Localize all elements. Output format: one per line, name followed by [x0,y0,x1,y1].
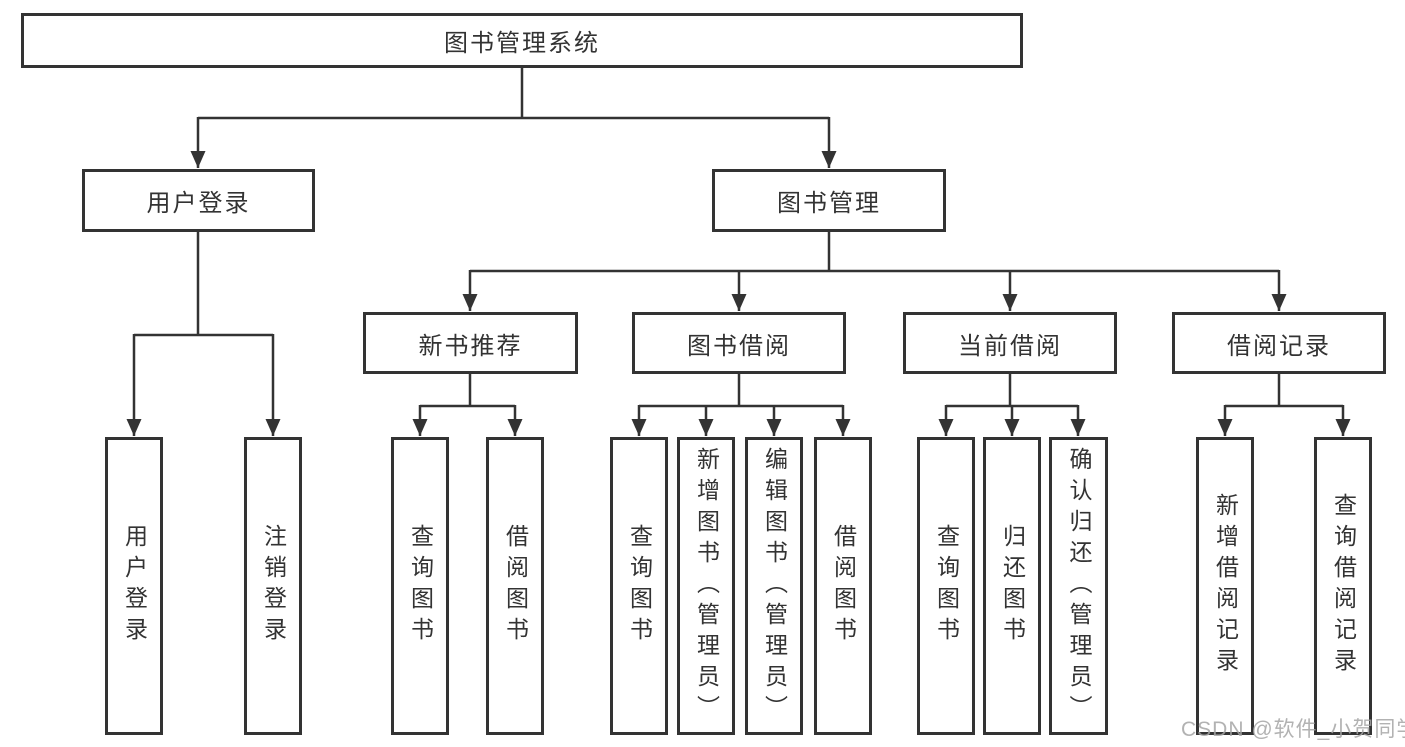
leaf-borrow-books-2: 借阅图书 [814,437,872,735]
node-label: 新书推荐 [418,332,523,360]
node-label: 图书管理系统 [444,30,600,57]
node-current-borrowing: 当前借阅 [903,312,1117,374]
node-label: 查询借阅记录 [1330,493,1357,679]
node-label: 图书管理 [777,190,881,217]
node-label: 查询图书 [933,524,960,648]
node-label: 新增图书（管理员） [693,446,720,726]
leaf-query-books-1: 查询图书 [391,437,449,735]
node-label: 用户登录 [121,524,148,648]
leaf-return-books: 归还图书 [983,437,1041,735]
node-book-management: 图书管理 [712,169,946,232]
node-book-borrowing: 图书借阅 [632,312,846,374]
leaf-add-book-admin: 新增图书（管理员） [677,437,735,735]
leaf-query-books-3: 查询图书 [917,437,975,735]
node-label: 用户登录 [146,190,251,217]
node-label: 确认归还（管理员） [1066,446,1092,726]
node-label: 图书借阅 [687,332,791,360]
node-new-book-recommend: 新书推荐 [363,312,578,374]
node-label: 借阅记录 [1227,332,1331,360]
leaf-query-borrow-record: 查询借阅记录 [1314,437,1372,735]
node-root: 图书管理系统 [21,13,1023,68]
node-label: 注销登录 [260,524,287,648]
node-label: 新增借阅记录 [1212,493,1239,679]
leaf-borrow-books-1: 借阅图书 [486,437,544,735]
leaf-logout-login: 注销登录 [244,437,302,735]
node-label: 归还图书 [999,524,1026,648]
node-label: 查询图书 [626,524,653,648]
leaf-query-books-2: 查询图书 [610,437,668,735]
csdn-watermark: CSDN @软件_小贺同学 [1181,718,1405,741]
node-label: 当前借阅 [958,332,1062,360]
node-user-login-branch: 用户登录 [82,169,315,232]
leaf-add-borrow-record: 新增借阅记录 [1196,437,1254,735]
node-label: 编辑图书（管理员） [761,446,788,726]
leaf-edit-book-admin: 编辑图书（管理员） [745,437,803,735]
leaf-user-login: 用户登录 [105,437,163,735]
node-label: 借阅图书 [830,524,857,648]
node-borrow-records: 借阅记录 [1172,312,1386,374]
node-label: 借阅图书 [502,524,529,648]
node-label: 查询图书 [407,524,434,648]
leaf-confirm-return-admin: 确认归还（管理员） [1049,437,1108,735]
